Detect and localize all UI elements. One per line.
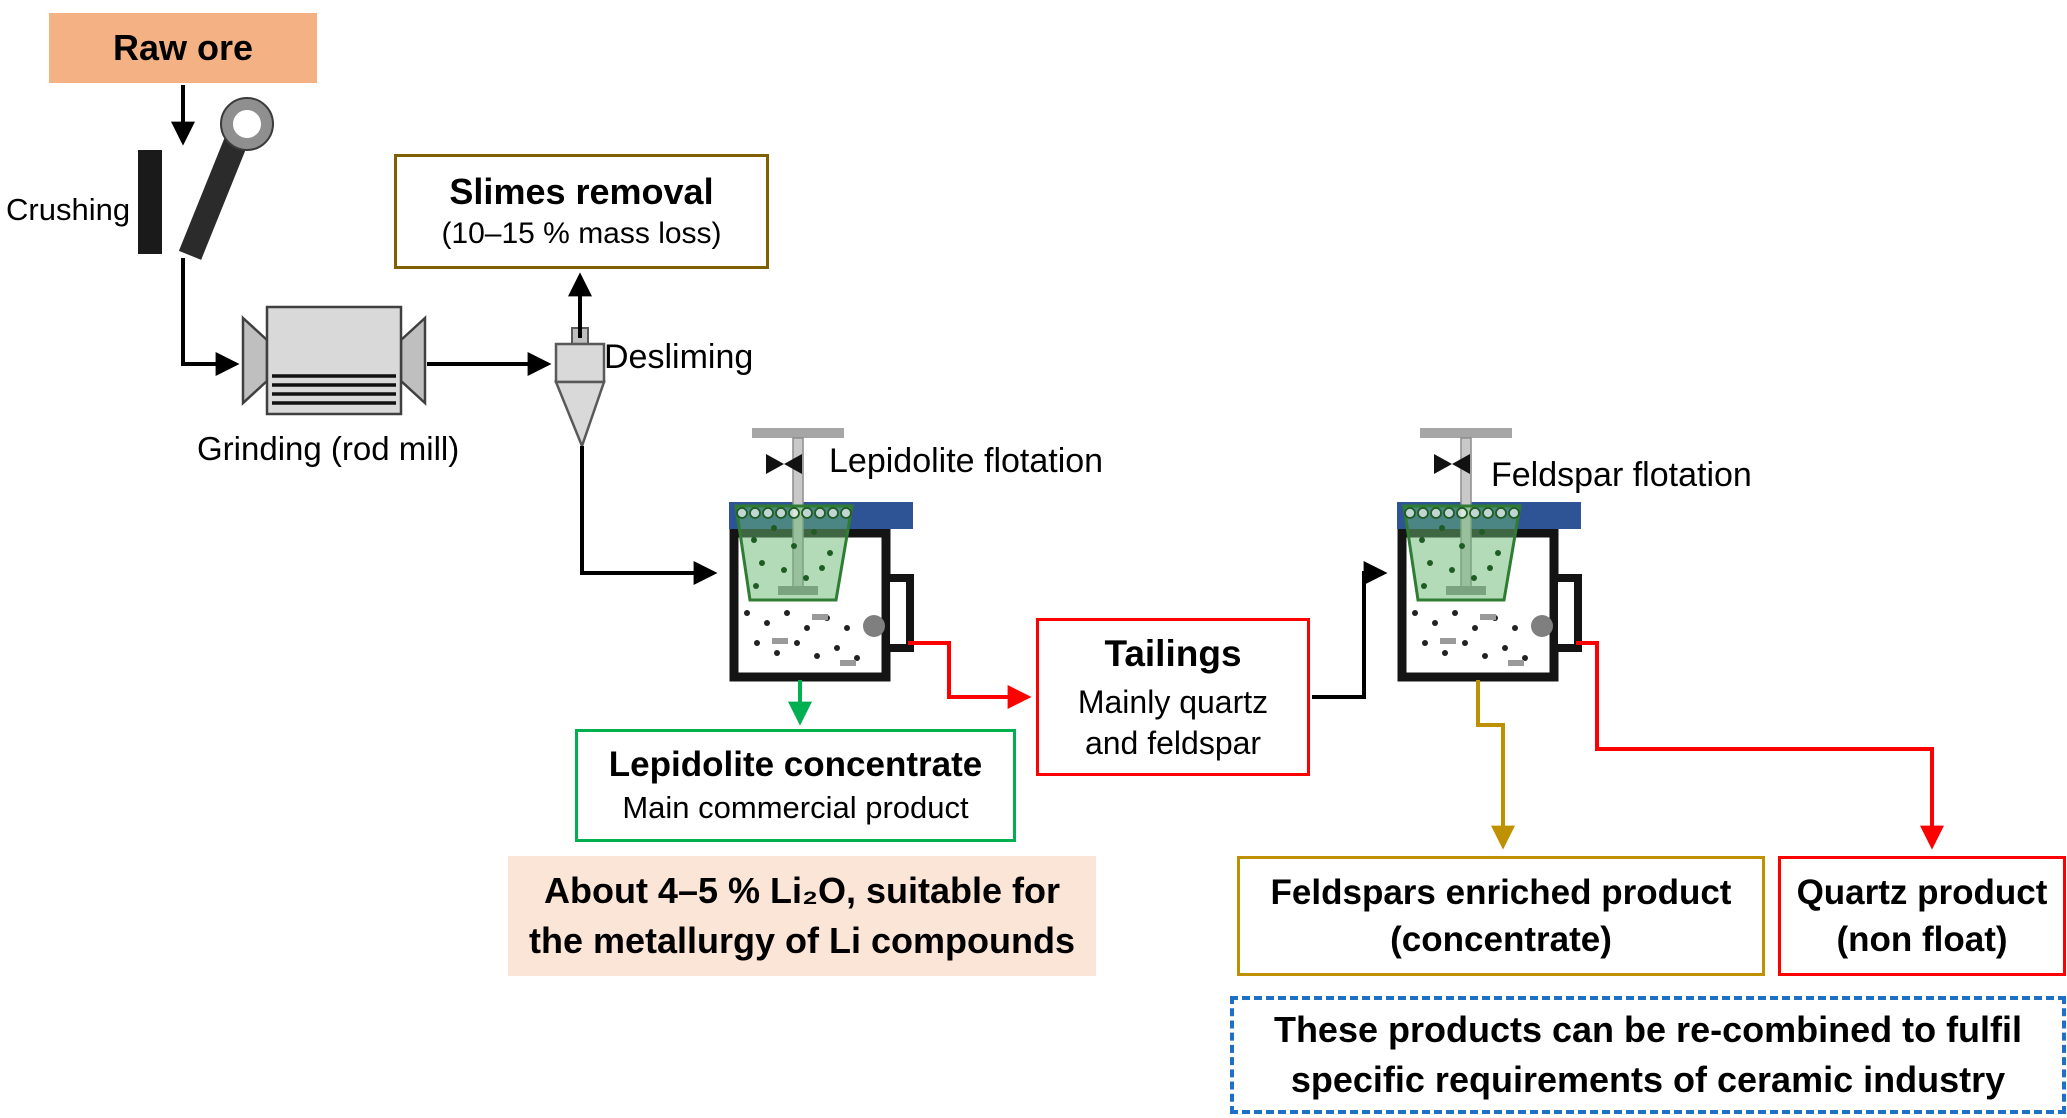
cyclone-icon	[554, 327, 606, 450]
lepidolite-concentrate-box: Lepidolite concentrate Main commercial p…	[575, 729, 1016, 842]
lepidolite-concentrate-subtitle: Main commercial product	[622, 790, 969, 826]
cyclone-to-lepidolite-flotation-arrow	[580, 446, 718, 585]
crushing-label: Crushing	[6, 192, 131, 227]
quartz-product-line2: (non float)	[1836, 920, 2008, 959]
tailings-line2: and feldspar	[1084, 724, 1262, 761]
feldspars-product-box: Feldspars enriched product (concentrate)	[1237, 856, 1765, 976]
quartz-product-line1: Quartz product	[1796, 872, 2048, 912]
li2o-note-box: About 4–5 % Li₂O, suitable for the metal…	[508, 856, 1096, 976]
feldspars-product-line1: Feldspars enriched product	[1270, 872, 1732, 912]
rod-mill-icon	[241, 305, 427, 416]
slimes-removal-box: Slimes removal (10–15 % mass loss)	[394, 154, 769, 269]
crusher-icon	[138, 97, 274, 260]
tailings-title: Tailings	[1104, 633, 1242, 675]
lepidolite-concentrate-title: Lepidolite concentrate	[608, 745, 983, 785]
lepidolite-flotation-label: Lepidolite flotation	[829, 442, 1104, 480]
recombine-note-box: These products can be re-combined to ful…	[1230, 996, 2066, 1114]
feldspars-product-line2: (concentrate)	[1390, 920, 1612, 959]
li2o-note-line1: About 4–5 % Li₂O, suitable for	[543, 869, 1061, 911]
raw-ore-label: Raw ore	[112, 26, 254, 68]
slimes-removal-subtitle: (10–15 % mass loss)	[441, 217, 722, 251]
tailings-to-feldspar-flotation-arrow	[1312, 561, 1388, 699]
tailings-line1: Mainly quartz	[1077, 683, 1269, 720]
feldspar-to-quartz-product-arrow	[1576, 641, 1944, 850]
tailings-box: Tailings Mainly quartz and feldspar	[1036, 618, 1310, 776]
recombine-note-line2: specific requirements of ceramic industr…	[1290, 1059, 2006, 1100]
recombine-note-line1: These products can be re-combined to ful…	[1273, 1008, 2023, 1050]
slimes-removal-title: Slimes removal	[449, 171, 714, 213]
desliming-label: Desliming	[604, 338, 754, 376]
feldspar-to-feldspars-product-arrow	[1476, 680, 1515, 850]
raw-ore-box: Raw ore	[49, 13, 317, 83]
feldspar-flotation-label: Feldspar flotation	[1491, 456, 1752, 494]
lepidolite-to-tailings-arrow	[908, 641, 1032, 709]
quartz-product-box: Quartz product (non float)	[1778, 856, 2066, 976]
crusher-to-mill-arrow	[181, 258, 240, 376]
li2o-note-line2: the metallurgy of Li compounds	[528, 920, 1076, 961]
grinding-label: Grinding (rod mill)	[197, 430, 460, 467]
